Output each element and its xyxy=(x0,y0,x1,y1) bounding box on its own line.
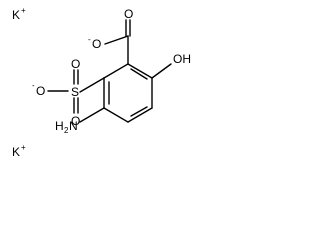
ring-bond-3 xyxy=(127,107,153,123)
bond-ring-s xyxy=(79,77,105,93)
potassium-bottom-charge: + xyxy=(21,143,26,152)
ring-double-inner-2 xyxy=(130,106,148,117)
carboxylate-oxygen-single: O xyxy=(92,37,101,51)
amino-n: N xyxy=(69,119,78,133)
ring-bond-1 xyxy=(127,63,153,79)
sulfur-atom: S xyxy=(71,85,79,99)
atom-labels: K + K + O - O OH - O S O O H 2 N xyxy=(12,6,191,159)
bond-c-o-single xyxy=(104,35,129,45)
sulfonate-oxygen-left: O xyxy=(36,84,45,98)
sulfonate-oxygen-bottom: O xyxy=(71,114,80,128)
bonds xyxy=(47,19,172,123)
bond-ring-nh2 xyxy=(79,107,105,123)
potassium-top-symbol: K xyxy=(12,8,20,22)
ring-double-inner-1 xyxy=(130,68,148,80)
ring-bond-6 xyxy=(103,63,129,79)
ring-bond-4 xyxy=(103,107,129,123)
potassium-top-charge: + xyxy=(21,6,26,15)
bond-ring-oh xyxy=(151,63,172,79)
potassium-bottom-symbol: K xyxy=(12,145,20,159)
amino-h: H xyxy=(55,119,64,133)
amino-subscript: 2 xyxy=(64,126,69,135)
sulfonate-oxygen-top: O xyxy=(71,57,80,71)
carboxylate-oxygen-charge: - xyxy=(88,35,91,44)
hydroxy-group: OH xyxy=(173,52,191,66)
structure-drawing: K + K + O - O OH - O S O O H 2 N xyxy=(12,6,191,159)
sulfonate-oxygen-left-charge: - xyxy=(32,81,35,90)
carboxylate-oxygen-double: O xyxy=(124,7,133,21)
